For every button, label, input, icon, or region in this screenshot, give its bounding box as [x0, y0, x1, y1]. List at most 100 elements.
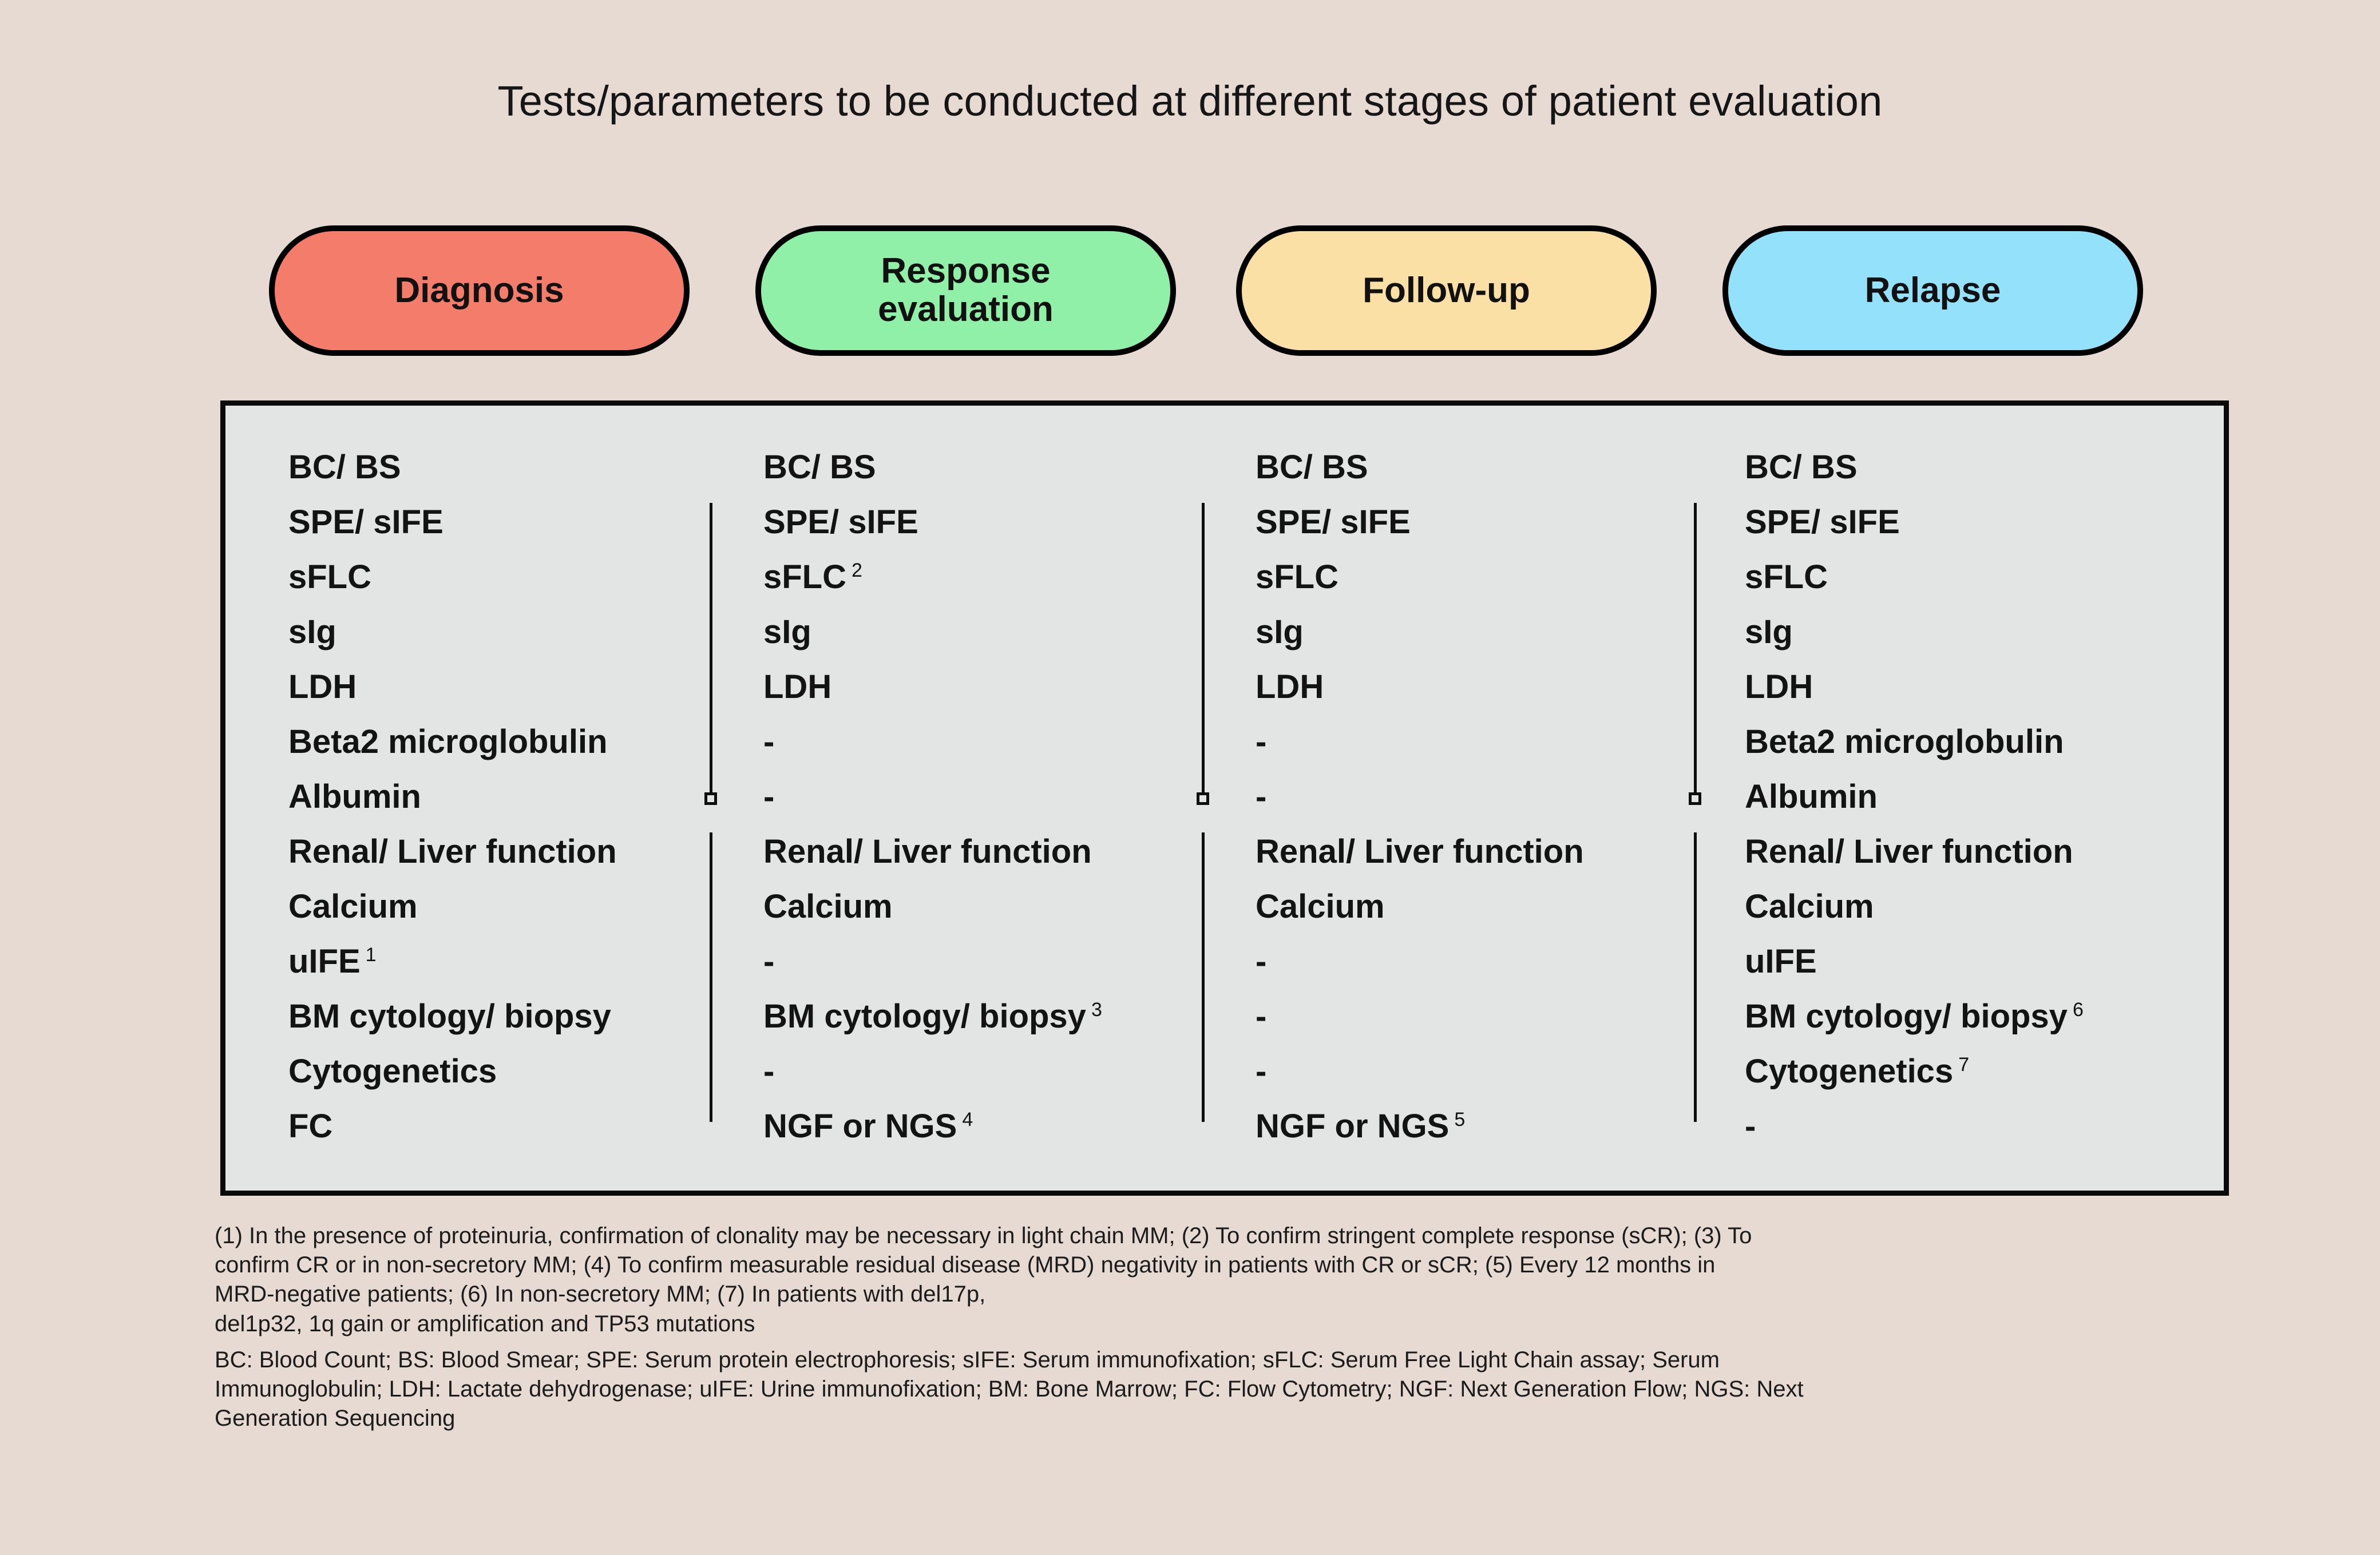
test-item: FC	[288, 1099, 718, 1154]
test-item-label: FC	[288, 1108, 333, 1145]
test-item-label: BM cytology/ biopsy	[1745, 998, 2068, 1035]
test-item: BC/ BS	[763, 440, 1210, 495]
column-divider-upper	[1202, 503, 1205, 792]
test-item: sFLC	[288, 550, 718, 605]
test-item-label: Calcium	[1745, 888, 1874, 925]
test-item: BC/ BS	[1745, 440, 2194, 495]
test-item: BM cytology/ biopsy	[288, 989, 718, 1044]
test-item: Albumin	[288, 769, 718, 824]
footnote-ref: 6	[2072, 998, 2084, 1021]
footnote-line-3: MRD-negative patients; (6) In non-secret…	[215, 1282, 986, 1307]
test-item-label: SPE/ sIFE	[1256, 503, 1411, 541]
test-item-label: Renal/ Liver function	[1745, 833, 2073, 870]
test-item-none: -	[763, 715, 1210, 769]
test-item-label: uIFE	[288, 943, 361, 980]
test-item-none: -	[1256, 715, 1702, 769]
test-item: LDH	[763, 660, 1210, 715]
test-item: SPE/ sIFE	[1256, 495, 1702, 550]
column-divider-upper	[1694, 503, 1697, 792]
test-item-label: LDH	[1745, 668, 1813, 705]
stage-cell-diagnosis: Diagnosis	[252, 225, 738, 368]
stage-pill-follow-up[interactable]: Follow-up	[1236, 225, 1657, 356]
footnote-ref: 2	[852, 559, 862, 581]
stage-pill-diagnosis[interactable]: Diagnosis	[269, 225, 690, 356]
test-item: LDH	[1256, 660, 1702, 715]
test-item-label: -	[763, 1053, 775, 1090]
stage-pill-relapse[interactable]: Relapse	[1722, 225, 2143, 356]
test-item-label: sIg	[288, 613, 336, 650]
test-item-label: Calcium	[288, 888, 418, 925]
test-item-none: -	[763, 769, 1210, 824]
stage-cell-follow-up: Follow-up	[1225, 225, 1711, 368]
footnote-ref: 5	[1454, 1108, 1466, 1130]
footnote-ref: 1	[365, 943, 377, 966]
test-item: Renal/ Liver function	[1256, 824, 1702, 879]
test-item-label: -	[763, 943, 775, 980]
test-item-none: -	[1745, 1099, 2194, 1154]
column-divider-upper	[710, 503, 712, 792]
test-item: Beta2 microglobulin	[288, 715, 718, 769]
test-item-label: Albumin	[1745, 778, 1878, 815]
footnote-ref: 7	[1958, 1053, 1970, 1076]
test-item: SPE/ sIFE	[763, 495, 1210, 550]
stage-pill-response-evaluation[interactable]: Response evaluation	[755, 225, 1176, 356]
test-item-label: -	[1745, 1108, 1756, 1145]
test-item-label: -	[1256, 1053, 1267, 1090]
test-item-none: -	[1256, 934, 1702, 989]
test-item-label: SPE/ sIFE	[288, 503, 443, 541]
divider-node-marker	[704, 792, 717, 805]
test-item-label: SPE/ sIFE	[763, 503, 918, 541]
test-item: Calcium	[288, 879, 718, 934]
test-item-none: -	[1256, 769, 1702, 824]
test-item-label: Albumin	[288, 778, 421, 815]
test-item-none: -	[763, 934, 1210, 989]
test-item: Calcium	[763, 879, 1210, 934]
test-item: Beta2 microglobulin	[1745, 715, 2194, 769]
test-item-label: BC/ BS	[288, 449, 401, 486]
test-item: Calcium	[1256, 879, 1702, 934]
test-item: Renal/ Liver function	[763, 824, 1210, 879]
test-item: Renal/ Liver function	[288, 824, 718, 879]
test-item-label: Cytogenetics	[288, 1053, 497, 1090]
test-item-label: BM cytology/ biopsy	[763, 998, 1086, 1035]
column-divider-lower	[1202, 832, 1205, 1122]
test-item-label: sIg	[1256, 613, 1304, 650]
footnote-line-2: confirm CR or in non-secretory MM; (4) T…	[215, 1252, 1716, 1278]
divider-node-marker	[1689, 792, 1701, 805]
test-item-label: NGF or NGS	[763, 1108, 957, 1145]
test-item-label: BM cytology/ biopsy	[288, 998, 611, 1035]
test-item-label: LDH	[763, 668, 832, 705]
test-item-label: Calcium	[1256, 888, 1385, 925]
test-item-label: Beta2 microglobulin	[1745, 723, 2064, 760]
test-item: sIg	[1256, 605, 1702, 660]
page-title: Tests/parameters to be conducted at diff…	[497, 77, 1883, 125]
test-item-none: -	[1256, 989, 1702, 1044]
test-item: Renal/ Liver function	[1745, 824, 2194, 879]
test-item: sFLC	[1745, 550, 2194, 605]
test-item-label: -	[1256, 778, 1267, 815]
test-item: SPE/ sIFE	[1745, 495, 2194, 550]
test-item-label: NGF or NGS	[1256, 1108, 1450, 1145]
test-item: sIg	[1745, 605, 2194, 660]
test-item-label: LDH	[288, 668, 357, 705]
test-item-label: -	[1256, 998, 1267, 1035]
test-item-none: -	[1256, 1044, 1702, 1099]
stage-pill-row: Diagnosis Response evaluation Follow-up …	[252, 225, 2197, 368]
test-item-label: Renal/ Liver function	[288, 833, 617, 870]
test-item: BC/ BS	[1256, 440, 1702, 495]
footnote-ref: 3	[1091, 998, 1102, 1021]
stage-cell-response-evaluation: Response evaluation	[738, 225, 1225, 368]
stage-pill-label: Diagnosis	[394, 270, 564, 310]
test-item-label: Beta2 microglobulin	[288, 723, 608, 760]
test-item-label: BC/ BS	[763, 449, 876, 486]
